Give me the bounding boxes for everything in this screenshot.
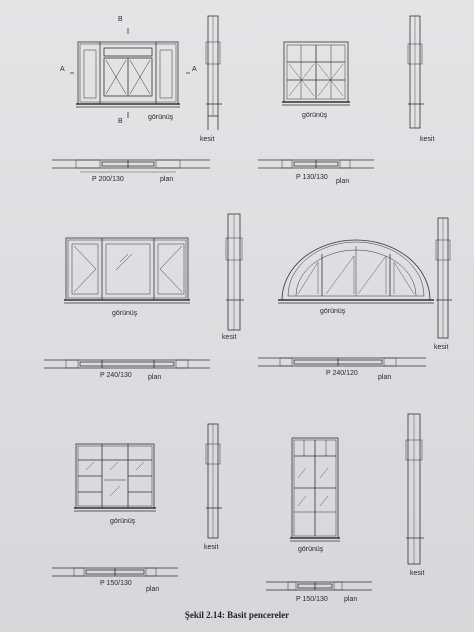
window-3-elevation	[64, 237, 190, 304]
window-2-plan	[258, 159, 374, 169]
window-3-plan	[44, 359, 210, 369]
window-5-section	[205, 423, 222, 539]
caption-label: Şekil 2.14:	[184, 610, 225, 620]
p6-plan-code: P 150/130	[296, 596, 328, 603]
section-marker-right: A	[192, 66, 197, 73]
p6-plan-label: plan	[344, 596, 358, 603]
p5-plan-label: plan	[146, 586, 160, 593]
p4-plan-label: plan	[378, 374, 392, 381]
window-6-plan	[266, 581, 372, 591]
window-2-elevation	[282, 41, 350, 106]
p2-plan-label: plan	[336, 178, 350, 185]
p5-view-label: görünüş	[110, 518, 136, 525]
p4-plan-code: P 240/120	[326, 370, 358, 377]
p5-plan-code: P 150/130	[100, 580, 132, 587]
p1-view-label: görünüş	[148, 114, 174, 121]
caption-text: Basit pencereler	[227, 610, 290, 620]
figure-caption: Şekil 2.14: Basit pencereler	[0, 610, 474, 620]
window-1-section	[205, 15, 222, 130]
p3-section-label: kesit	[222, 334, 237, 341]
p2-section-label: kesit	[420, 136, 435, 143]
window-1-plan	[52, 159, 210, 173]
section-marker-left: A	[60, 66, 65, 73]
p6-section-label: kesit	[410, 570, 425, 577]
window-5-elevation	[74, 443, 156, 512]
window-4-plan	[258, 357, 426, 367]
p4-section-label: kesit	[434, 344, 449, 351]
p5-section-label: kesit	[204, 544, 219, 551]
p4-view-label: görünüş	[320, 308, 346, 315]
p1-plan-label: plan	[160, 176, 174, 183]
window-4-section	[435, 217, 452, 339]
p2-view-label: görünüş	[302, 112, 328, 119]
p6-view-label: görünüş	[298, 546, 324, 553]
p2-plan-code: P 130/130	[296, 174, 328, 181]
window-4-elevation	[278, 239, 434, 304]
p3-plan-code: P 240/130	[100, 372, 132, 379]
p1-plan-code: P 200/130	[92, 176, 124, 183]
p3-view-label: görünüş	[112, 310, 138, 317]
window-6-section	[405, 413, 424, 565]
section-marker-bottom: B	[118, 118, 123, 125]
p3-plan-label: plan	[148, 374, 162, 381]
window-6-elevation	[290, 437, 340, 542]
window-2-section	[407, 15, 424, 129]
section-marker-top: B	[118, 16, 123, 23]
window-5-plan	[52, 567, 178, 577]
window-1-elevation	[70, 28, 190, 118]
p1-section-label: kesit	[200, 136, 215, 143]
window-3-section	[225, 213, 244, 331]
